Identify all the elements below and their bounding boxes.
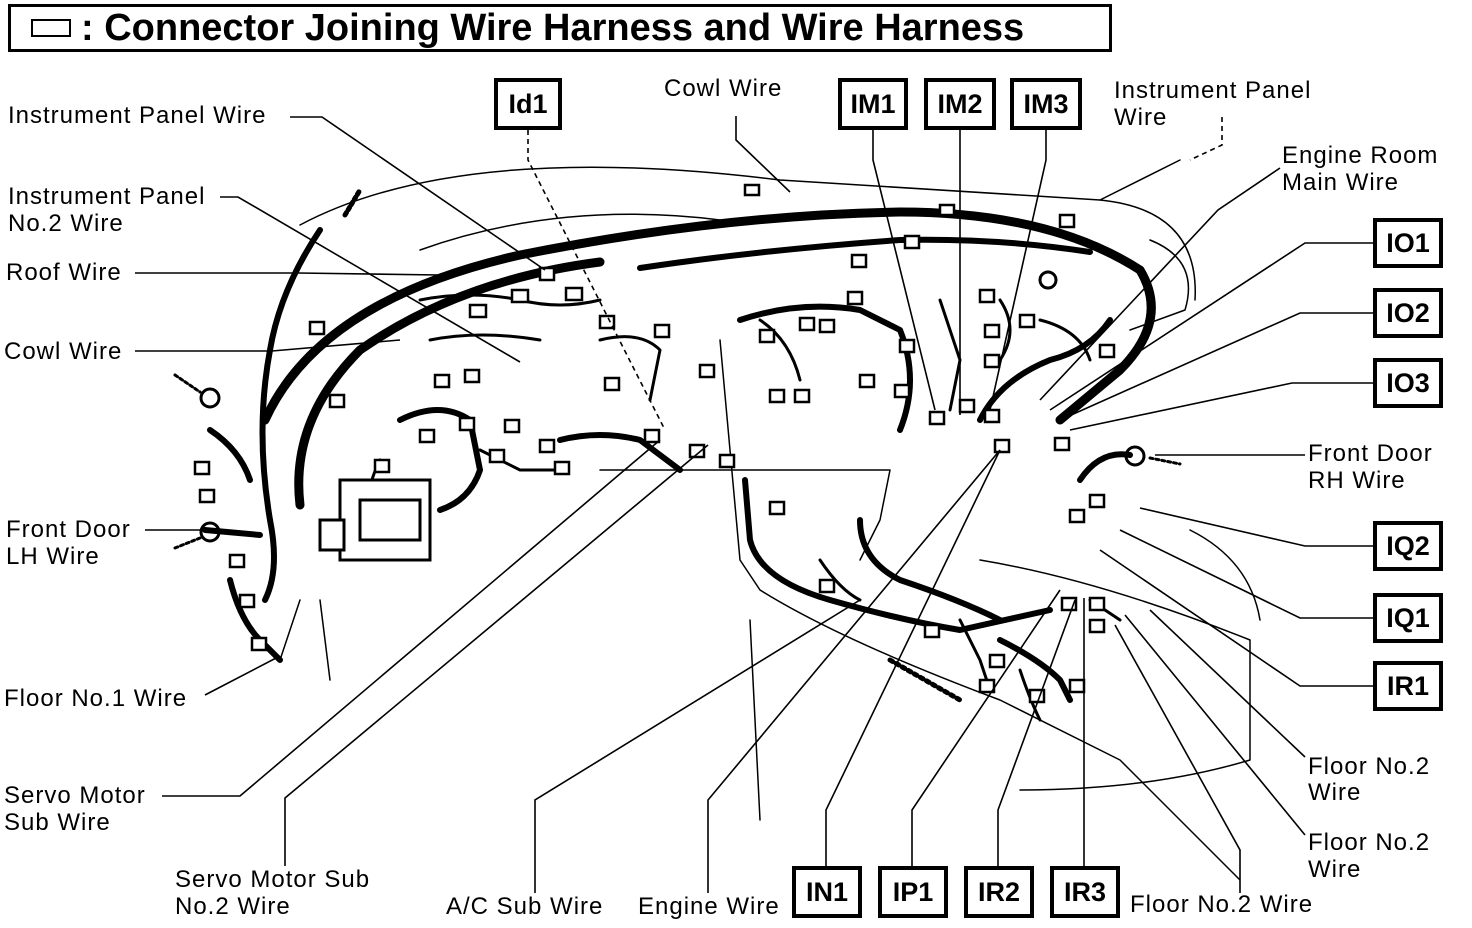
label-engine-room-line1: Engine Room bbox=[1282, 142, 1439, 169]
label-instrument-panel-right-line1: Instrument Panel bbox=[1114, 77, 1312, 104]
label-instrument-panel-no2-line2: No.2 Wire bbox=[8, 210, 124, 237]
label-front-door-lh-line1: Front Door bbox=[6, 516, 131, 543]
label-cowl-wire-top: Cowl Wire bbox=[664, 75, 783, 102]
label-engine-wire: Engine Wire bbox=[638, 893, 780, 920]
code-id1: Id1 bbox=[494, 78, 562, 130]
label-front-door-rh-line2: RH Wire bbox=[1308, 467, 1406, 494]
label-servo-motor-no2-line1: Servo Motor Sub bbox=[175, 866, 371, 893]
code-io2: IO2 bbox=[1373, 288, 1443, 338]
label-floor-no2-a-line1: Floor No.2 bbox=[1308, 753, 1431, 780]
code-io3: IO3 bbox=[1373, 358, 1443, 408]
main-harness-trunk bbox=[260, 207, 1156, 510]
leader-lines bbox=[135, 116, 1373, 893]
label-front-door-lh-line2: LH Wire bbox=[6, 543, 100, 570]
code-in1: IN1 bbox=[792, 866, 862, 918]
code-io1: IO1 bbox=[1373, 218, 1443, 268]
label-servo-motor-no2-line2: No.2 Wire bbox=[175, 893, 291, 920]
label-engine-room-line2: Main Wire bbox=[1282, 169, 1400, 196]
code-ir1: IR1 bbox=[1373, 661, 1443, 711]
label-front-door-rh-line1: Front Door bbox=[1308, 440, 1433, 467]
diagram-title-box: : Connector Joining Wire Harness and Wir… bbox=[8, 4, 1112, 52]
code-ir3: IR3 bbox=[1050, 866, 1120, 918]
code-im3: IM3 bbox=[1010, 78, 1082, 130]
label-instrument-panel-wire-left: Instrument Panel Wire bbox=[8, 102, 267, 129]
label-floor-no2-b-line2: Wire bbox=[1308, 856, 1362, 883]
label-floor-no2-b-line1: Floor No.2 bbox=[1308, 829, 1431, 856]
branch-wires bbox=[365, 293, 1122, 722]
label-ac-sub-wire: A/C Sub Wire bbox=[446, 893, 604, 920]
connectors bbox=[193, 183, 1116, 704]
code-ir2: IR2 bbox=[964, 866, 1034, 918]
label-servo-motor-line1: Servo Motor bbox=[4, 782, 146, 809]
code-im1: IM1 bbox=[838, 78, 908, 130]
grommets bbox=[199, 270, 1146, 543]
label-floor-no2-a-line2: Wire bbox=[1308, 779, 1362, 806]
relay-block bbox=[318, 478, 432, 562]
code-iq2: IQ2 bbox=[1373, 521, 1443, 571]
label-roof-wire: Roof Wire bbox=[6, 259, 122, 286]
code-ip1: IP1 bbox=[878, 866, 948, 918]
label-instrument-panel-right-line2: Wire bbox=[1114, 104, 1168, 131]
code-iq1: IQ1 bbox=[1373, 593, 1443, 643]
dashboard-outline bbox=[279, 159, 1261, 881]
connector-box-icon bbox=[31, 19, 71, 37]
label-servo-motor-line2: Sub Wire bbox=[4, 809, 111, 836]
code-im2: IM2 bbox=[924, 78, 996, 130]
label-instrument-panel-no2-line1: Instrument Panel bbox=[8, 183, 206, 210]
diagram-title: : Connector Joining Wire Harness and Wir… bbox=[81, 6, 1025, 49]
label-floor-no2-c: Floor No.2 Wire bbox=[1130, 891, 1314, 918]
label-cowl-wire-left: Cowl Wire bbox=[4, 338, 123, 365]
label-floor-no1-wire: Floor No.1 Wire bbox=[4, 685, 188, 712]
